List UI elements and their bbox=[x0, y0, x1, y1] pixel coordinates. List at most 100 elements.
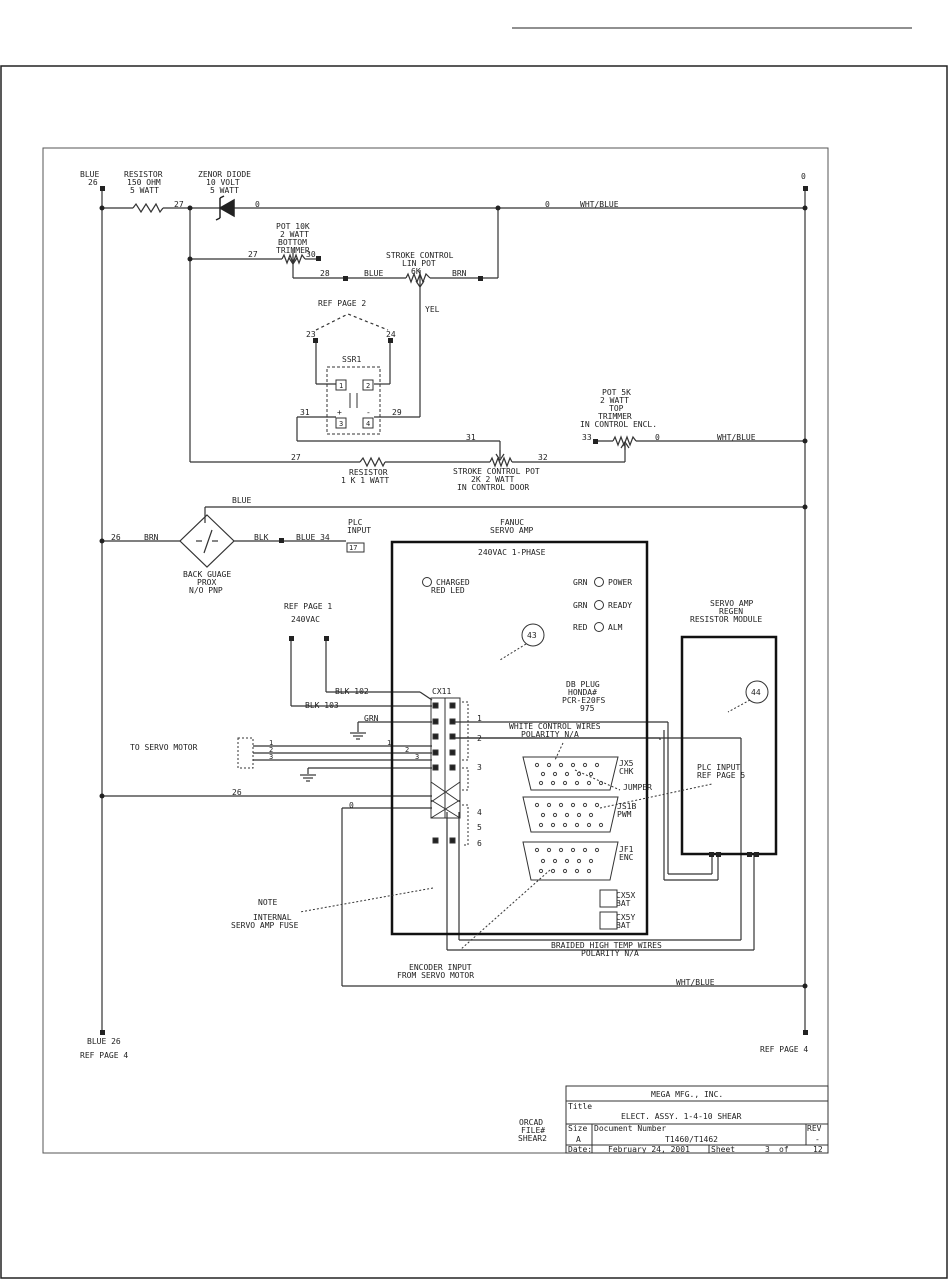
label: PLC bbox=[348, 518, 363, 527]
bubble-44-leader bbox=[727, 699, 751, 713]
label: BACK GUAGE bbox=[183, 570, 231, 579]
label: BRN bbox=[452, 269, 467, 278]
label: TRIMMER bbox=[276, 246, 310, 255]
servo-motor-connector bbox=[237, 737, 254, 769]
junctions bbox=[99, 186, 808, 1035]
label: 2 WATT bbox=[280, 230, 309, 239]
label: LIN POT bbox=[402, 259, 436, 268]
drawing-title: ELECT. ASSY. 1-4-10 SHEAR bbox=[621, 1112, 742, 1121]
label: PWM bbox=[617, 810, 632, 819]
label: 5 WATT bbox=[130, 186, 159, 195]
plc-17-box bbox=[346, 542, 365, 553]
label: GRN bbox=[573, 601, 588, 610]
label: RESISTOR bbox=[349, 468, 388, 477]
label: - bbox=[366, 408, 371, 417]
label: 1 bbox=[387, 739, 391, 747]
label: NOTE bbox=[258, 898, 277, 907]
regen-terminals bbox=[709, 852, 759, 857]
label: REF PAGE 4 bbox=[760, 1045, 808, 1054]
label: BLUE bbox=[80, 170, 99, 179]
label: 1 K 1 WATT bbox=[341, 476, 389, 485]
label: CX5X bbox=[616, 891, 635, 900]
label: 975 bbox=[580, 704, 595, 713]
label: 2K 2 WATT bbox=[471, 475, 515, 484]
label: WHT/BLUE bbox=[580, 200, 619, 209]
label: CHK bbox=[619, 767, 634, 776]
label: BRN bbox=[144, 533, 159, 542]
label: 29 bbox=[392, 408, 402, 417]
label: 1 bbox=[269, 739, 273, 747]
label: 2 bbox=[477, 734, 482, 743]
cx11-connector bbox=[430, 697, 469, 846]
label: SERVO AMP bbox=[490, 526, 534, 535]
date-label: Date: bbox=[568, 1145, 592, 1154]
label: 10 VOLT bbox=[206, 178, 240, 187]
title-block bbox=[565, 1085, 829, 1154]
pot-5k bbox=[612, 435, 637, 447]
ssr1-pin1 bbox=[335, 379, 347, 391]
label: RED bbox=[573, 623, 588, 632]
label: ZENOR DIODE bbox=[198, 170, 251, 179]
sheet-label: Sheet bbox=[711, 1145, 735, 1154]
charged-led-icon bbox=[422, 577, 432, 587]
label: 6K bbox=[411, 267, 421, 276]
label: BAT bbox=[616, 921, 631, 930]
docnum-value: T1460/T1462 bbox=[665, 1135, 718, 1144]
label: DB PLUG bbox=[566, 680, 600, 689]
text-labels: BLUE 26 RESISTOR 150 OHM 5 WATT ZENOR DI… bbox=[80, 170, 808, 1143]
label: 28 bbox=[320, 269, 330, 278]
label: RESISTOR bbox=[124, 170, 163, 179]
label: + bbox=[337, 408, 342, 417]
resistor-150ohm bbox=[132, 202, 164, 214]
label: REF PAGE 1 bbox=[284, 602, 332, 611]
label: 240VAC 1-PHASE bbox=[478, 548, 546, 557]
bubble-44 bbox=[745, 680, 769, 704]
label: POT 5K bbox=[602, 388, 631, 397]
regen-resistor-module bbox=[680, 635, 778, 856]
size-value: A bbox=[576, 1135, 581, 1144]
label: JS1B bbox=[617, 802, 636, 811]
label: 26 bbox=[88, 178, 98, 187]
ready-led-icon bbox=[594, 600, 604, 610]
resistor-1k bbox=[359, 456, 386, 468]
label: 24 bbox=[386, 330, 396, 339]
label: 26 bbox=[232, 788, 242, 797]
alm-led-icon bbox=[594, 622, 604, 632]
label: BAT bbox=[616, 899, 631, 908]
label: 5 bbox=[477, 823, 482, 832]
label: POWER bbox=[608, 578, 632, 587]
label: REGEN bbox=[719, 607, 743, 616]
label: INPUT bbox=[347, 526, 371, 535]
bubble-43 bbox=[521, 623, 545, 647]
pot-2k bbox=[489, 456, 513, 468]
page-border bbox=[0, 65, 948, 1279]
label: 5 WATT bbox=[210, 186, 239, 195]
label: 2 bbox=[269, 746, 273, 754]
label: 4 bbox=[477, 808, 482, 817]
label: BLUE bbox=[364, 269, 383, 278]
label: 1 bbox=[477, 714, 482, 723]
drawing-frame bbox=[42, 147, 829, 1154]
label: 240VAC bbox=[291, 615, 320, 624]
label: 0 bbox=[545, 200, 550, 209]
label: PROX bbox=[197, 578, 216, 587]
label: CHARGED bbox=[436, 578, 470, 587]
label: STROKE CONTROL bbox=[386, 251, 454, 260]
ssr1-pin3 bbox=[335, 417, 347, 429]
label: POLARITY N/A bbox=[581, 949, 639, 958]
label: 1 bbox=[339, 382, 343, 390]
power-led-icon bbox=[594, 577, 604, 587]
label: FILE# bbox=[521, 1126, 545, 1135]
label: 4 bbox=[366, 420, 370, 428]
label: BLK bbox=[254, 533, 269, 542]
label: 17 bbox=[349, 544, 357, 552]
label: SERVO AMP FUSE bbox=[231, 921, 299, 930]
label: WHITE CONTROL WIRES bbox=[509, 722, 601, 731]
label: PLC INPUT bbox=[697, 763, 741, 772]
label: 3 bbox=[477, 763, 482, 772]
ssr1-pin2 bbox=[362, 379, 374, 391]
label: 33 bbox=[582, 433, 592, 442]
label: WHT/BLUE bbox=[717, 433, 756, 442]
label: RED LED bbox=[431, 586, 465, 595]
